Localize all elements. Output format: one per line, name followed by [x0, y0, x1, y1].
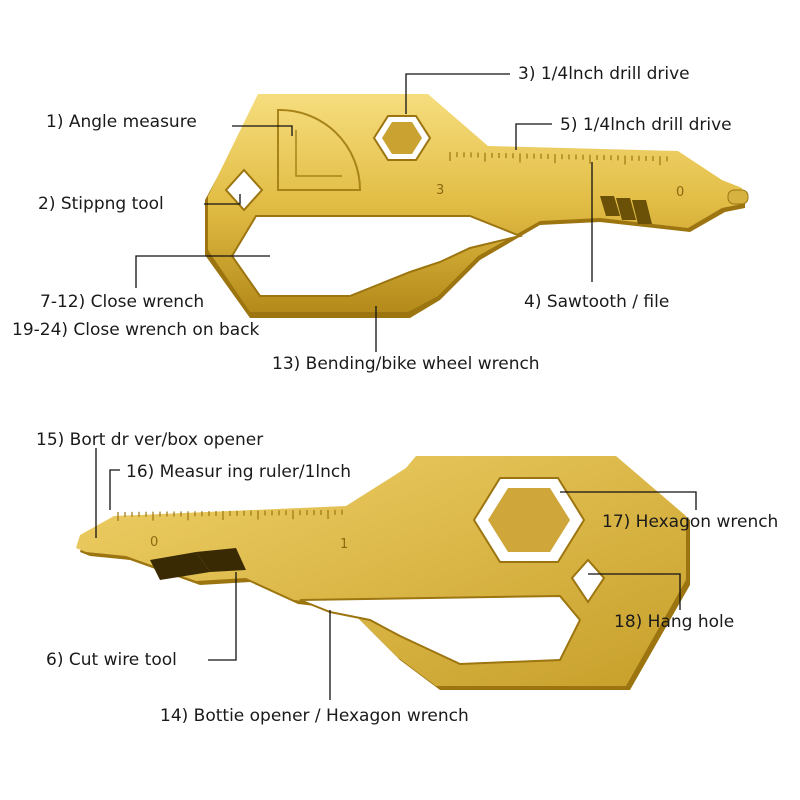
top-ruler-mark-3: 3 [436, 183, 444, 198]
label-hexagon-wrench: 17) Hexagon wrench [602, 512, 779, 532]
label-hang-hole: 18) Hang hole [614, 612, 735, 632]
leader-stripping-tool [204, 194, 241, 205]
leader-measuring-ruler [109, 469, 120, 510]
top-strip-hole [224, 168, 264, 212]
bottom-cut-wire-teeth [150, 548, 246, 580]
label-drill-drive-5: 5) 1/4lnch drill drive [560, 115, 732, 135]
label-bending-wrench: 13) Bending/bike wheel wrench [272, 354, 540, 374]
top-key-ring-tab [727, 189, 749, 205]
label-close-wrench: 7-12) Close wrench [40, 292, 205, 312]
leader-angle-measure [232, 125, 293, 136]
bottom-ruler-mark-1: 1 [340, 537, 348, 552]
label-bottle-opener: 14) Bottie opener / Hexagon wrench [160, 706, 469, 726]
top-key-tool: 3 0 [205, 94, 749, 318]
label-cut-wire: 6) Cut wire tool [46, 650, 177, 670]
label-measuring-ruler: 16) Measur ing ruler/1lnch [126, 462, 352, 482]
bottom-key-tool: 0 1 [76, 456, 690, 690]
top-sawtooth [600, 196, 652, 224]
leader-cut-wire [208, 572, 237, 661]
label-box-opener: 15) Bort dr ver/box opener [36, 430, 264, 450]
leader-close-wrench [135, 255, 270, 288]
bottom-hang-hole [570, 558, 606, 604]
label-stripping-tool: 2) Stippng tool [38, 194, 164, 214]
leader-hexagon-wrench [560, 491, 697, 510]
leader-lines [95, 73, 697, 700]
label-close-wrench-back: 19-24) Close wrench on back [12, 320, 260, 340]
label-angle-measure: 1) Angle measure [46, 112, 197, 132]
leader-drill-drive-5 [515, 123, 552, 150]
top-ruler-mark-0: 0 [676, 185, 684, 200]
bottom-wrench-hole [299, 594, 582, 666]
leader-drill-drive-3 [405, 73, 510, 114]
bottom-ruler-ticks [117, 509, 343, 521]
bottom-ruler-mark-0: 0 [150, 535, 158, 550]
top-angle-protractor [277, 108, 362, 191]
top-ruler-ticks [449, 152, 668, 166]
leader-hang-hole [588, 573, 681, 610]
top-wrench-hole [230, 215, 524, 297]
label-drill-drive-3: 3) 1/4lnch drill drive [518, 64, 690, 84]
label-sawtooth-file: 4) Sawtooth / file [524, 292, 670, 312]
